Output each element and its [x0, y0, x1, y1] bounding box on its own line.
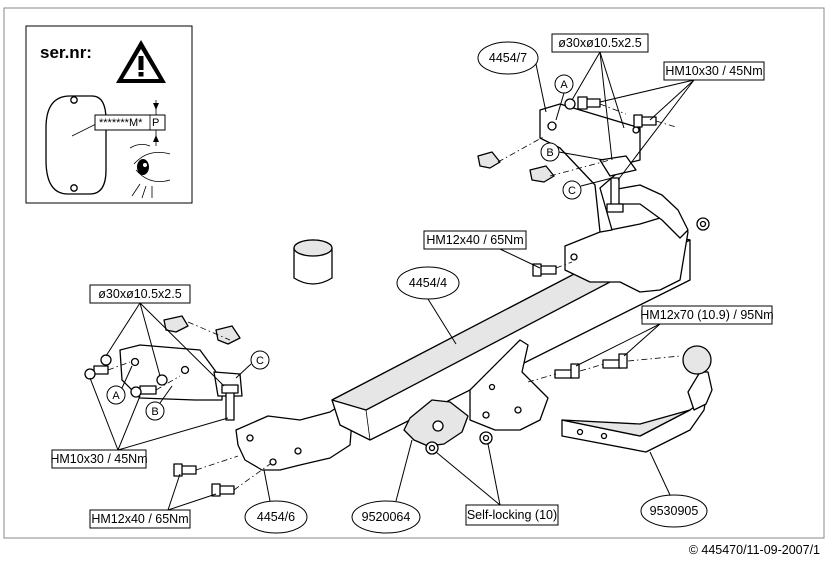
label-4454-4-text: 4454/4: [409, 276, 447, 290]
callout-a-right: A: [554, 74, 574, 121]
callout-a-left-text: A: [112, 390, 120, 402]
warning-icon: [116, 40, 166, 83]
label-9520064: 9520064: [351, 439, 421, 534]
callout-b-right: B: [540, 142, 605, 162]
socket-cap-icon: [293, 239, 333, 285]
callout-a-left: A: [106, 365, 133, 405]
callout-c-right: C: [562, 177, 613, 200]
bolt-icon: [602, 353, 628, 369]
socket-plate-9520064: [403, 399, 493, 455]
callout-c-left: C: [235, 350, 270, 379]
label-washer-left: ø30xø10.5x2.5: [89, 284, 225, 387]
label-4454-6: 4454/6: [244, 469, 308, 534]
bolt-icon: [173, 463, 197, 477]
diagram-border: [3, 7, 825, 539]
label-bolt-bottom-left-text: HM12x40 / 65Nm: [91, 512, 188, 526]
label-washer-left-text: ø30xø10.5x2.5: [98, 287, 181, 301]
bolt-icon: [532, 263, 557, 277]
callout-b-left-text: B: [151, 406, 158, 418]
type-plate: *******M* P: [94, 100, 166, 146]
label-bolt-center: HM12x40 / 65Nm: [423, 230, 541, 269]
left-bracket-hardware: [84, 315, 243, 497]
clip-nut-icon: [215, 325, 241, 345]
label-bolt-ball: HM12x70 (10.9) / 95Nm: [575, 305, 774, 367]
bolt-icon: [84, 365, 109, 380]
towball-9530905: [554, 345, 713, 453]
label-bolt-left-text: HM10x30 / 45Nm: [50, 452, 147, 466]
label-4454-7: 4454/7: [477, 41, 547, 113]
label-bolt-center-text: HM12x40 / 65Nm: [426, 233, 523, 247]
callout-a-right-text: A: [560, 79, 568, 91]
serial-panel-title: ser.nr:: [40, 43, 92, 62]
eye-icon: [129, 144, 171, 199]
callout-c-right-text: C: [568, 185, 576, 197]
copyright-footer: © 445470/11-09-2007/1: [689, 543, 820, 557]
plate-serial-text: *******M*: [99, 117, 143, 129]
serial-number-panel: ser.nr: *******M* P: [25, 25, 193, 204]
clip-nut-icon: [529, 165, 555, 183]
label-bolt-top-right-text: HM10x30 / 45Nm: [665, 64, 762, 78]
label-bolt-left: HM10x30 / 45Nm: [50, 377, 229, 469]
label-washer-top-text: ø30xø10.5x2.5: [558, 36, 641, 50]
assembly-lines: [107, 103, 681, 491]
label-self-locking: Self-locking (10): [435, 443, 559, 526]
label-bolt-bottom-left: HM12x40 / 65Nm: [89, 473, 217, 529]
label-self-locking-text: Self-locking (10): [467, 508, 557, 522]
nut-icon: [425, 441, 439, 455]
right-bracket-4454-7: [477, 96, 710, 233]
label-9530905-text: 9530905: [650, 504, 699, 518]
label-4454-7-text: 4454/7: [489, 51, 527, 65]
bolt-icon: [633, 114, 657, 128]
label-9520064-text: 9520064: [362, 510, 411, 524]
label-4454-4: 4454/4: [396, 266, 460, 345]
callout-b-right-text: B: [546, 147, 553, 159]
callout-c-left-text: C: [256, 355, 264, 367]
label-4454-6-text: 4454/6: [257, 510, 295, 524]
callout-b-left: B: [145, 385, 173, 421]
nut-icon: [696, 217, 710, 231]
plate-suffix-text: P: [152, 117, 159, 129]
label-bolt-ball-text: HM12x70 (10.9) / 95Nm: [640, 308, 773, 322]
nut-icon: [479, 431, 493, 445]
bolt-icon: [554, 363, 580, 379]
label-9530905: 9530905: [640, 451, 708, 528]
clip-nut-icon: [477, 151, 501, 169]
crossbar-4454-4: [235, 184, 691, 471]
bolt-icon: [564, 96, 601, 110]
label-bolt-top-right: HM10x30 / 45Nm: [599, 61, 765, 181]
label-washer-top: ø30xø10.5x2.5: [551, 33, 649, 161]
washer-icon: [100, 354, 168, 386]
